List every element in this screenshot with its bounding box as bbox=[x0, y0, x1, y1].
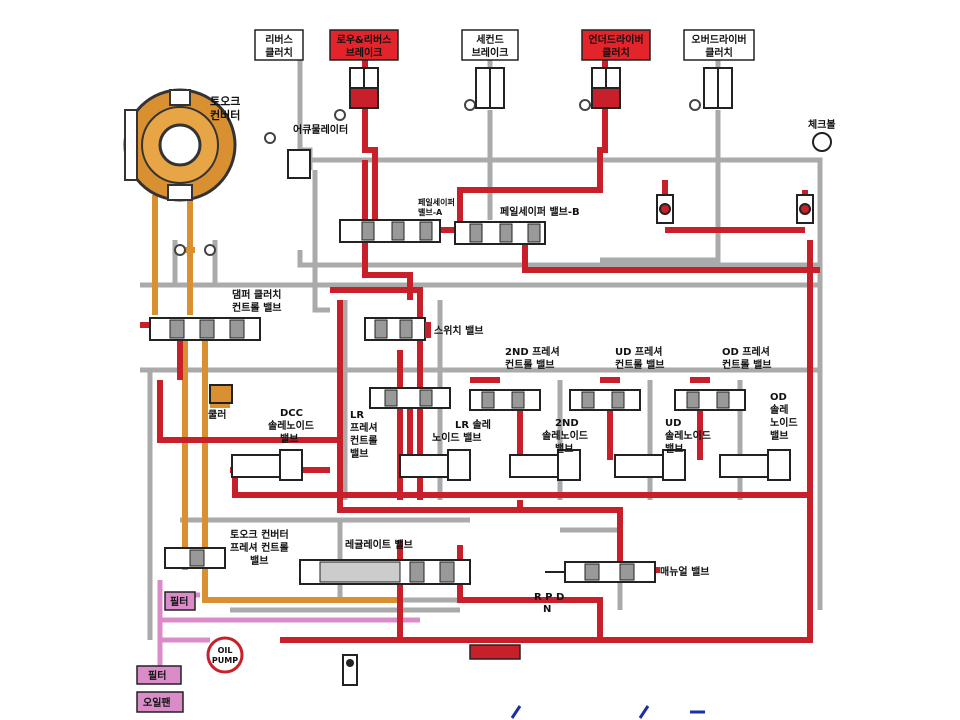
pressure-control-valve-2nd: 2ND 프레셔 컨트롤 밸브 bbox=[469, 345, 560, 411]
filter-lower: 필터 bbox=[136, 665, 182, 685]
torque-converter-label: 토오크 컨버터 bbox=[210, 95, 240, 122]
svg-text:밸브-A: 밸브-A bbox=[418, 207, 443, 217]
svg-text:로우&리버스: 로우&리버스 bbox=[337, 33, 392, 46]
svg-text:2ND: 2ND bbox=[555, 418, 579, 429]
svg-text:클러치: 클러치 bbox=[265, 46, 293, 59]
filter-upper: 필터 bbox=[164, 591, 196, 611]
svg-text:프레셔 컨트롤: 프레셔 컨트롤 bbox=[230, 541, 289, 554]
relief-block bbox=[469, 644, 521, 660]
svg-text:컨트롤: 컨트롤 bbox=[350, 434, 378, 447]
svg-text:OD 프레셔: OD 프레셔 bbox=[722, 345, 770, 358]
clutch-low-reverse-box: 로우&리버스 브레이크 bbox=[329, 29, 399, 61]
tc-pressure-control-valve: 토오크 컨버터 프레셔 컨트롤 밸브 bbox=[164, 528, 289, 569]
svg-text:컨트롤 밸브: 컨트롤 밸브 bbox=[505, 358, 554, 371]
svg-text:컨트롤 밸브: 컨트롤 밸브 bbox=[615, 358, 664, 371]
svg-text:컨트롤 밸브: 컨트롤 밸브 bbox=[232, 301, 281, 314]
svg-text:노이드 밸브: 노이드 밸브 bbox=[432, 431, 481, 444]
svg-text:밸브: 밸브 bbox=[250, 554, 268, 567]
lr-solenoid-valve: LR 솔레 노이드 밸브 bbox=[399, 418, 491, 481]
svg-text:필터: 필터 bbox=[148, 669, 166, 682]
svg-text:브레이크: 브레이크 bbox=[346, 46, 383, 59]
svg-text:밸브: 밸브 bbox=[555, 442, 573, 455]
svg-text:밸브: 밸브 bbox=[770, 429, 788, 442]
accumulator: 어큐물레이터 bbox=[287, 123, 348, 179]
svg-text:솔레: 솔레 bbox=[770, 403, 788, 416]
svg-text:세컨드: 세컨드 bbox=[476, 33, 504, 46]
ud-solenoid-valve: UD 솔레노이드 밸브 bbox=[614, 418, 711, 481]
failsafe-valve-a: 페일세이퍼 밸브-A bbox=[339, 197, 455, 243]
clutch-reverse-box: 리버스 클러치 bbox=[254, 29, 304, 61]
svg-text:PUMP: PUMP bbox=[212, 656, 238, 665]
svg-text:오일팬: 오일팬 bbox=[143, 696, 171, 709]
lube-lines bbox=[157, 580, 420, 680]
svg-text:레귤레이트 밸브: 레귤레이트 밸브 bbox=[345, 538, 413, 551]
piston-underdrive bbox=[591, 67, 621, 109]
svg-text:솔레노이드: 솔레노이드 bbox=[542, 429, 588, 442]
svg-text:UD: UD bbox=[665, 418, 681, 429]
svg-text:UD 프레셔: UD 프레셔 bbox=[615, 345, 663, 358]
svg-text:N: N bbox=[543, 604, 551, 615]
svg-text:DCC: DCC bbox=[280, 408, 303, 419]
svg-text:R P D: R P D bbox=[534, 592, 564, 603]
pressure-control-valve-ud: UD 프레셔 컨트롤 밸브 bbox=[569, 345, 664, 411]
svg-text:브레이크: 브레이크 bbox=[472, 46, 509, 59]
svg-text:매뉴얼 밸브: 매뉴얼 밸브 bbox=[660, 565, 709, 578]
piston-overdrive bbox=[703, 67, 733, 109]
svg-text:체크볼: 체크볼 bbox=[808, 118, 836, 131]
svg-text:솔레노이드: 솔레노이드 bbox=[268, 419, 314, 432]
svg-text:LR 솔레: LR 솔레 bbox=[455, 418, 491, 431]
svg-text:노이드: 노이드 bbox=[770, 416, 798, 429]
svg-text:컨트롤 밸브: 컨트롤 밸브 bbox=[722, 358, 771, 371]
svg-text:오버드라이버: 오버드라이버 bbox=[691, 33, 746, 46]
svg-text:프레셔: 프레셔 bbox=[350, 421, 378, 434]
piston-second bbox=[475, 67, 505, 109]
svg-text:페일세이퍼 밸브-B: 페일세이퍼 밸브-B bbox=[500, 205, 580, 218]
bottom-check-valve bbox=[342, 654, 358, 686]
svg-text:댐퍼 클러치: 댐퍼 클러치 bbox=[232, 288, 281, 301]
svg-text:필터: 필터 bbox=[170, 595, 188, 608]
dcc-solenoid-valve: DCC 솔레노이드 밸브 bbox=[231, 408, 314, 481]
oil-pump: OIL PUMP bbox=[206, 636, 244, 674]
pressure-control-valve-od: OD 프레셔 컨트롤 밸브 bbox=[674, 345, 771, 411]
lr-pressure-control-valve: LR 프레셔 컨트롤 밸브 bbox=[350, 387, 451, 460]
cooler: 쿨러 bbox=[208, 384, 233, 421]
damper-clutch-control-valve: 댐퍼 클러치 컨트롤 밸브 bbox=[149, 288, 281, 341]
svg-text:리버스: 리버스 bbox=[265, 33, 293, 46]
svg-text:어큐물레이터: 어큐물레이터 bbox=[293, 123, 348, 136]
svg-text:밸브: 밸브 bbox=[280, 432, 298, 445]
svg-text:쿨러: 쿨러 bbox=[208, 408, 226, 421]
clutch-overdrive-box: 오버드라이버 클러치 bbox=[683, 29, 755, 61]
svg-text:밸브: 밸브 bbox=[350, 447, 368, 460]
svg-text:페일세이퍼: 페일세이퍼 bbox=[418, 197, 455, 207]
clutch-underdrive-box: 언더드라이버 클러치 bbox=[581, 29, 651, 61]
svg-text:밸브: 밸브 bbox=[665, 442, 683, 455]
svg-text:솔레노이드: 솔레노이드 bbox=[665, 429, 711, 442]
switch-valve: 스위치 밸브 bbox=[364, 317, 483, 341]
svg-text:OIL: OIL bbox=[218, 646, 233, 655]
torque-converter bbox=[123, 88, 237, 202]
shuttle-valves bbox=[656, 194, 814, 224]
solenoid-valve-2nd: 2ND 솔레노이드 밸브 bbox=[509, 418, 588, 481]
clutch-second-box: 세컨드 브레이크 bbox=[461, 29, 519, 61]
svg-text:LR: LR bbox=[350, 410, 364, 421]
oil-pan: 오일팬 bbox=[136, 691, 184, 713]
svg-text:클러치: 클러치 bbox=[602, 46, 630, 59]
failsafe-valve-b: 페일세이퍼 밸브-B bbox=[454, 205, 580, 245]
svg-text:컨버터: 컨버터 bbox=[210, 108, 240, 122]
svg-text:클러치: 클러치 bbox=[705, 46, 733, 59]
bottom-decor-marks bbox=[510, 705, 705, 719]
svg-text:토오크 컨버터: 토오크 컨버터 bbox=[230, 528, 289, 541]
check-ball: 체크볼 bbox=[808, 118, 836, 152]
svg-text:OD: OD bbox=[770, 392, 787, 403]
svg-text:언더드라이버: 언더드라이버 bbox=[588, 33, 643, 46]
manual-valve: 매뉴얼 밸브 R P D N bbox=[534, 561, 709, 615]
regulator-valve: 레귤레이트 밸브 bbox=[299, 538, 471, 585]
pressure-gauges bbox=[174, 99, 701, 256]
od-solenoid-valve: OD 솔레 노이드 밸브 bbox=[719, 392, 798, 481]
svg-text:스위치 밸브: 스위치 밸브 bbox=[434, 324, 483, 337]
svg-text:토오크: 토오크 bbox=[210, 95, 240, 108]
svg-text:2ND 프레셔: 2ND 프레셔 bbox=[505, 345, 560, 358]
piston-low-reverse bbox=[349, 67, 379, 109]
